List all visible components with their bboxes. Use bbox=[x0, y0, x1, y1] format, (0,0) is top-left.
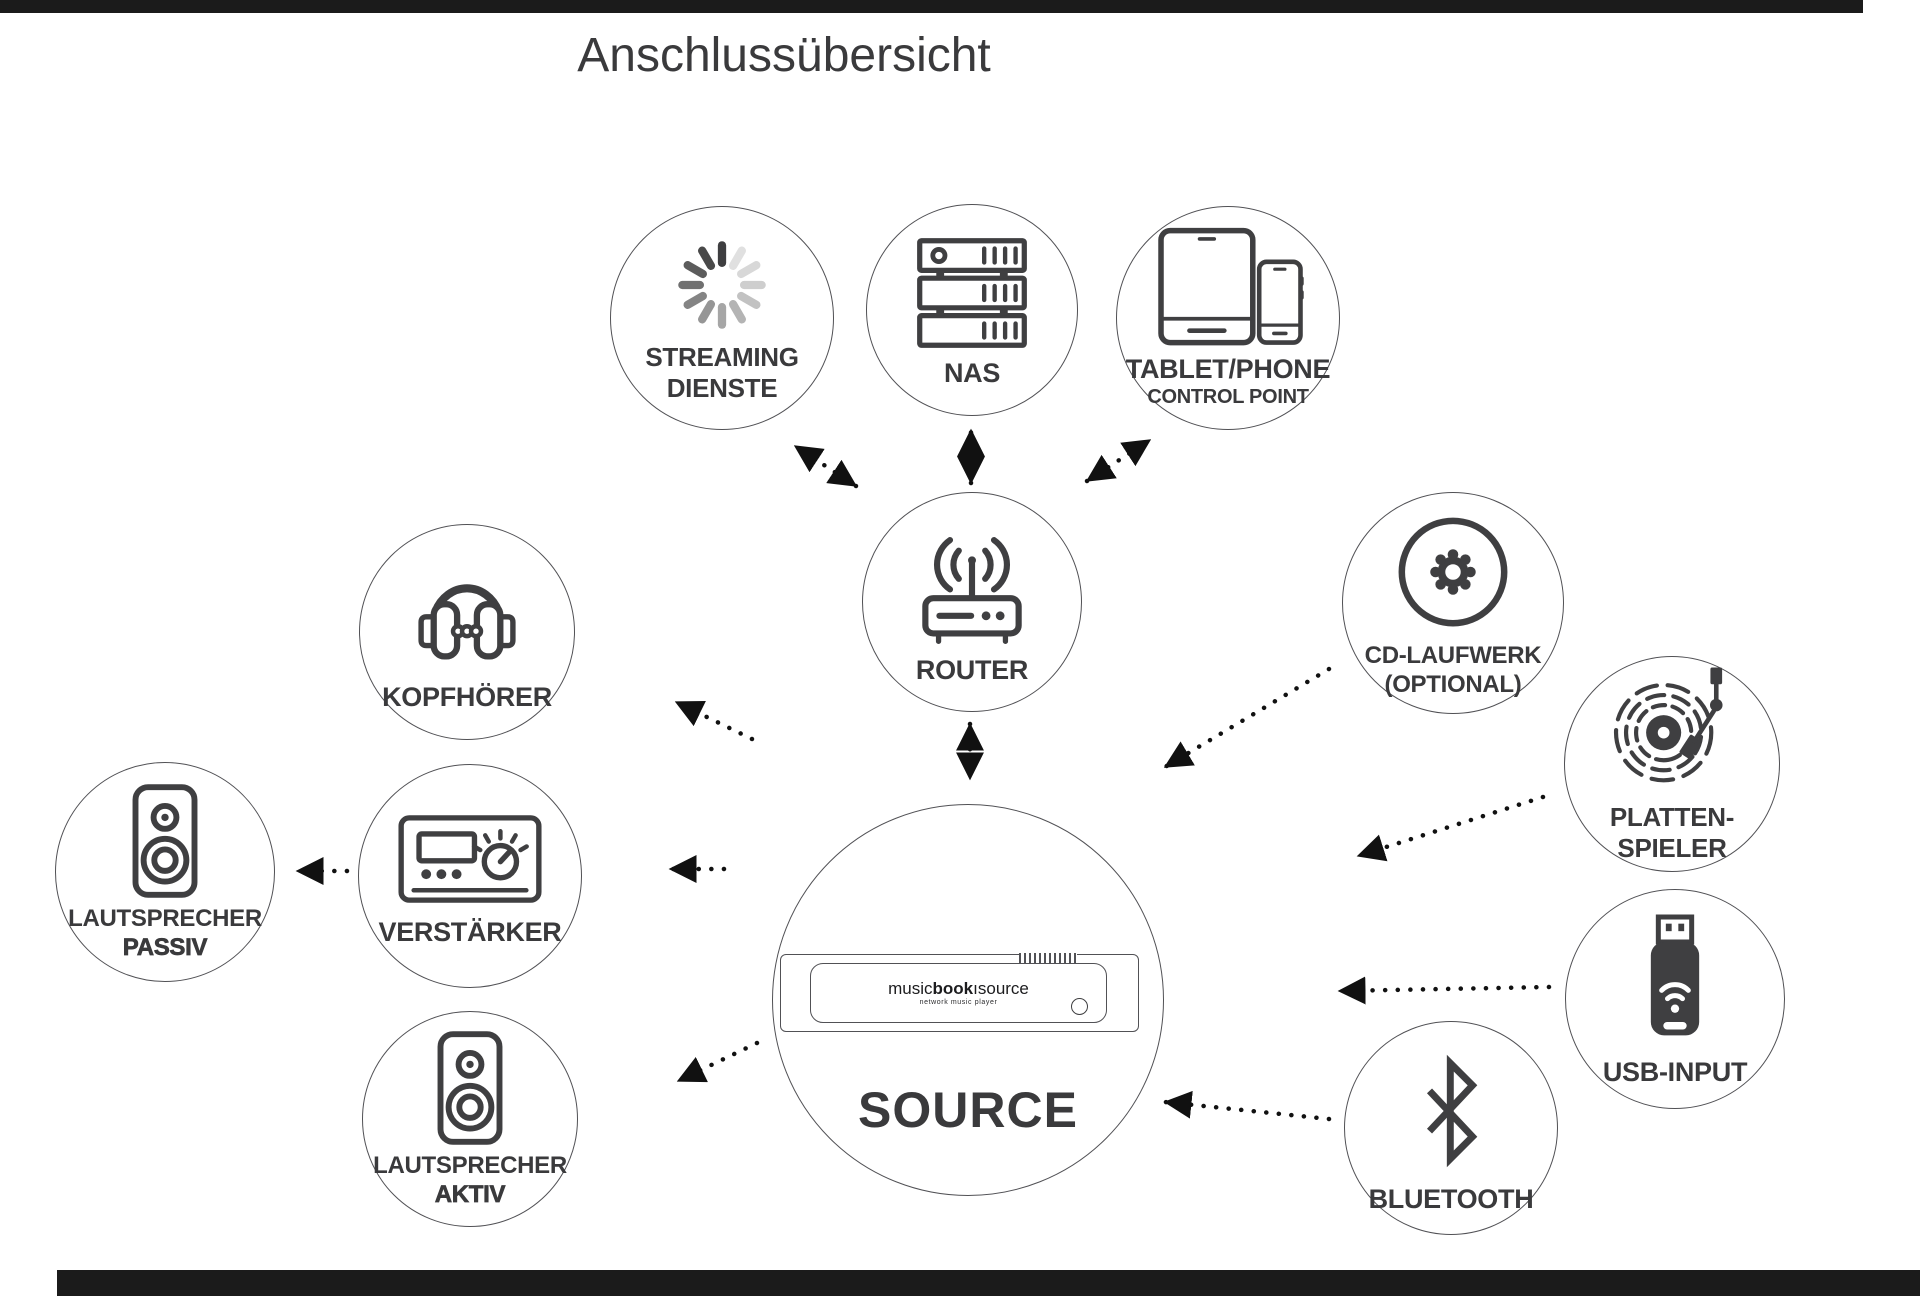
node-source: musicbookısource network music player SO… bbox=[772, 804, 1164, 1196]
source-label: SOURCE bbox=[858, 1082, 1078, 1138]
node-kopfhoerer: KOPFHÖRER bbox=[359, 524, 575, 740]
node-label: PLATTEN- bbox=[1609, 802, 1735, 832]
node-label: LAUTSPRECHER bbox=[373, 1152, 567, 1179]
node-label: NAS bbox=[943, 357, 1001, 388]
node-lautsprecher-passiv: LAUTSPRECHER PASSIV bbox=[55, 762, 275, 982]
device-subtitle: network music player bbox=[919, 999, 998, 1006]
device-knob bbox=[1071, 998, 1088, 1015]
node-label: ROUTER bbox=[915, 654, 1029, 685]
node-label: CONTROL POINT bbox=[1147, 386, 1309, 408]
arrow-source-lautsprecher-aktiv bbox=[675, 1040, 760, 1084]
tablet-phone-icon bbox=[1158, 227, 1304, 346]
router-icon bbox=[922, 536, 1022, 644]
node-streaming-dienste: STREAMING DIENSTE bbox=[610, 206, 834, 430]
musicbook-device: musicbookısource network music player bbox=[780, 953, 1139, 1032]
node-verstaerker: VERSTÄRKER bbox=[358, 764, 582, 988]
amplifier-icon bbox=[398, 814, 542, 903]
speaker-icon bbox=[437, 1031, 503, 1145]
node-plattenspieler: PLATTEN- SPIELER bbox=[1564, 656, 1780, 872]
node-label: (OPTIONAL) bbox=[1384, 671, 1522, 698]
node-bluetooth: BLUETOOTH bbox=[1344, 1021, 1558, 1235]
page-title: Anschlussübersicht bbox=[577, 29, 991, 82]
arrow-bluetooth-source bbox=[1162, 1090, 1332, 1122]
node-label: STREAMING bbox=[645, 342, 799, 372]
arrow-plattenspieler-source bbox=[1355, 794, 1546, 862]
speaker-icon bbox=[132, 784, 198, 898]
node-tablet-phone: TABLET/PHONE CONTROL POINT bbox=[1116, 206, 1340, 430]
top-bar bbox=[0, 0, 1863, 13]
arrow-router-streaming bbox=[792, 443, 859, 489]
node-label: SPIELER bbox=[1617, 833, 1727, 863]
arrow-source-kopfhoerer bbox=[673, 699, 755, 742]
headphones-icon bbox=[418, 583, 516, 660]
node-nas: NAS bbox=[866, 204, 1078, 416]
nas-server-icon bbox=[917, 237, 1027, 348]
device-grille bbox=[1019, 953, 1077, 964]
node-label: AKTIV bbox=[434, 1181, 506, 1209]
node-usb-input: USB-INPUT bbox=[1565, 889, 1785, 1109]
cd-disc-icon bbox=[1398, 517, 1508, 627]
node-label: BLUETOOTH bbox=[1368, 1183, 1534, 1214]
usb-stick-icon bbox=[1650, 914, 1700, 1035]
node-label: CD-LAUFWERK bbox=[1364, 642, 1542, 669]
node-label: VERSTÄRKER bbox=[378, 916, 562, 947]
bottom-bar bbox=[57, 1270, 1920, 1296]
arrow-cd-laufwerk-source bbox=[1162, 666, 1332, 770]
node-cd-laufwerk: CD-LAUFWERK (OPTIONAL) bbox=[1342, 492, 1564, 714]
node-router: ROUTER bbox=[862, 492, 1082, 712]
node-label: USB-INPUT bbox=[1602, 1056, 1748, 1087]
node-label: KOPFHÖRER bbox=[382, 681, 552, 712]
node-label: LAUTSPRECHER bbox=[68, 905, 262, 932]
bluetooth-icon bbox=[1426, 1054, 1478, 1167]
arrow-router-tablet-phone bbox=[1084, 437, 1153, 484]
node-label: PASSIV bbox=[122, 934, 208, 962]
spinner-icon bbox=[678, 241, 766, 329]
device-brand: musicbookısource bbox=[888, 979, 1029, 998]
node-label: TABLET/PHONE bbox=[1125, 354, 1331, 384]
node-lautsprecher-aktiv: LAUTSPRECHER AKTIV bbox=[362, 1011, 578, 1227]
node-label: DIENSTE bbox=[666, 373, 778, 403]
arrow-usb-input-source bbox=[1336, 976, 1552, 1005]
turntable-icon bbox=[1613, 667, 1723, 783]
device-front-panel: musicbookısource network music player bbox=[810, 963, 1107, 1023]
